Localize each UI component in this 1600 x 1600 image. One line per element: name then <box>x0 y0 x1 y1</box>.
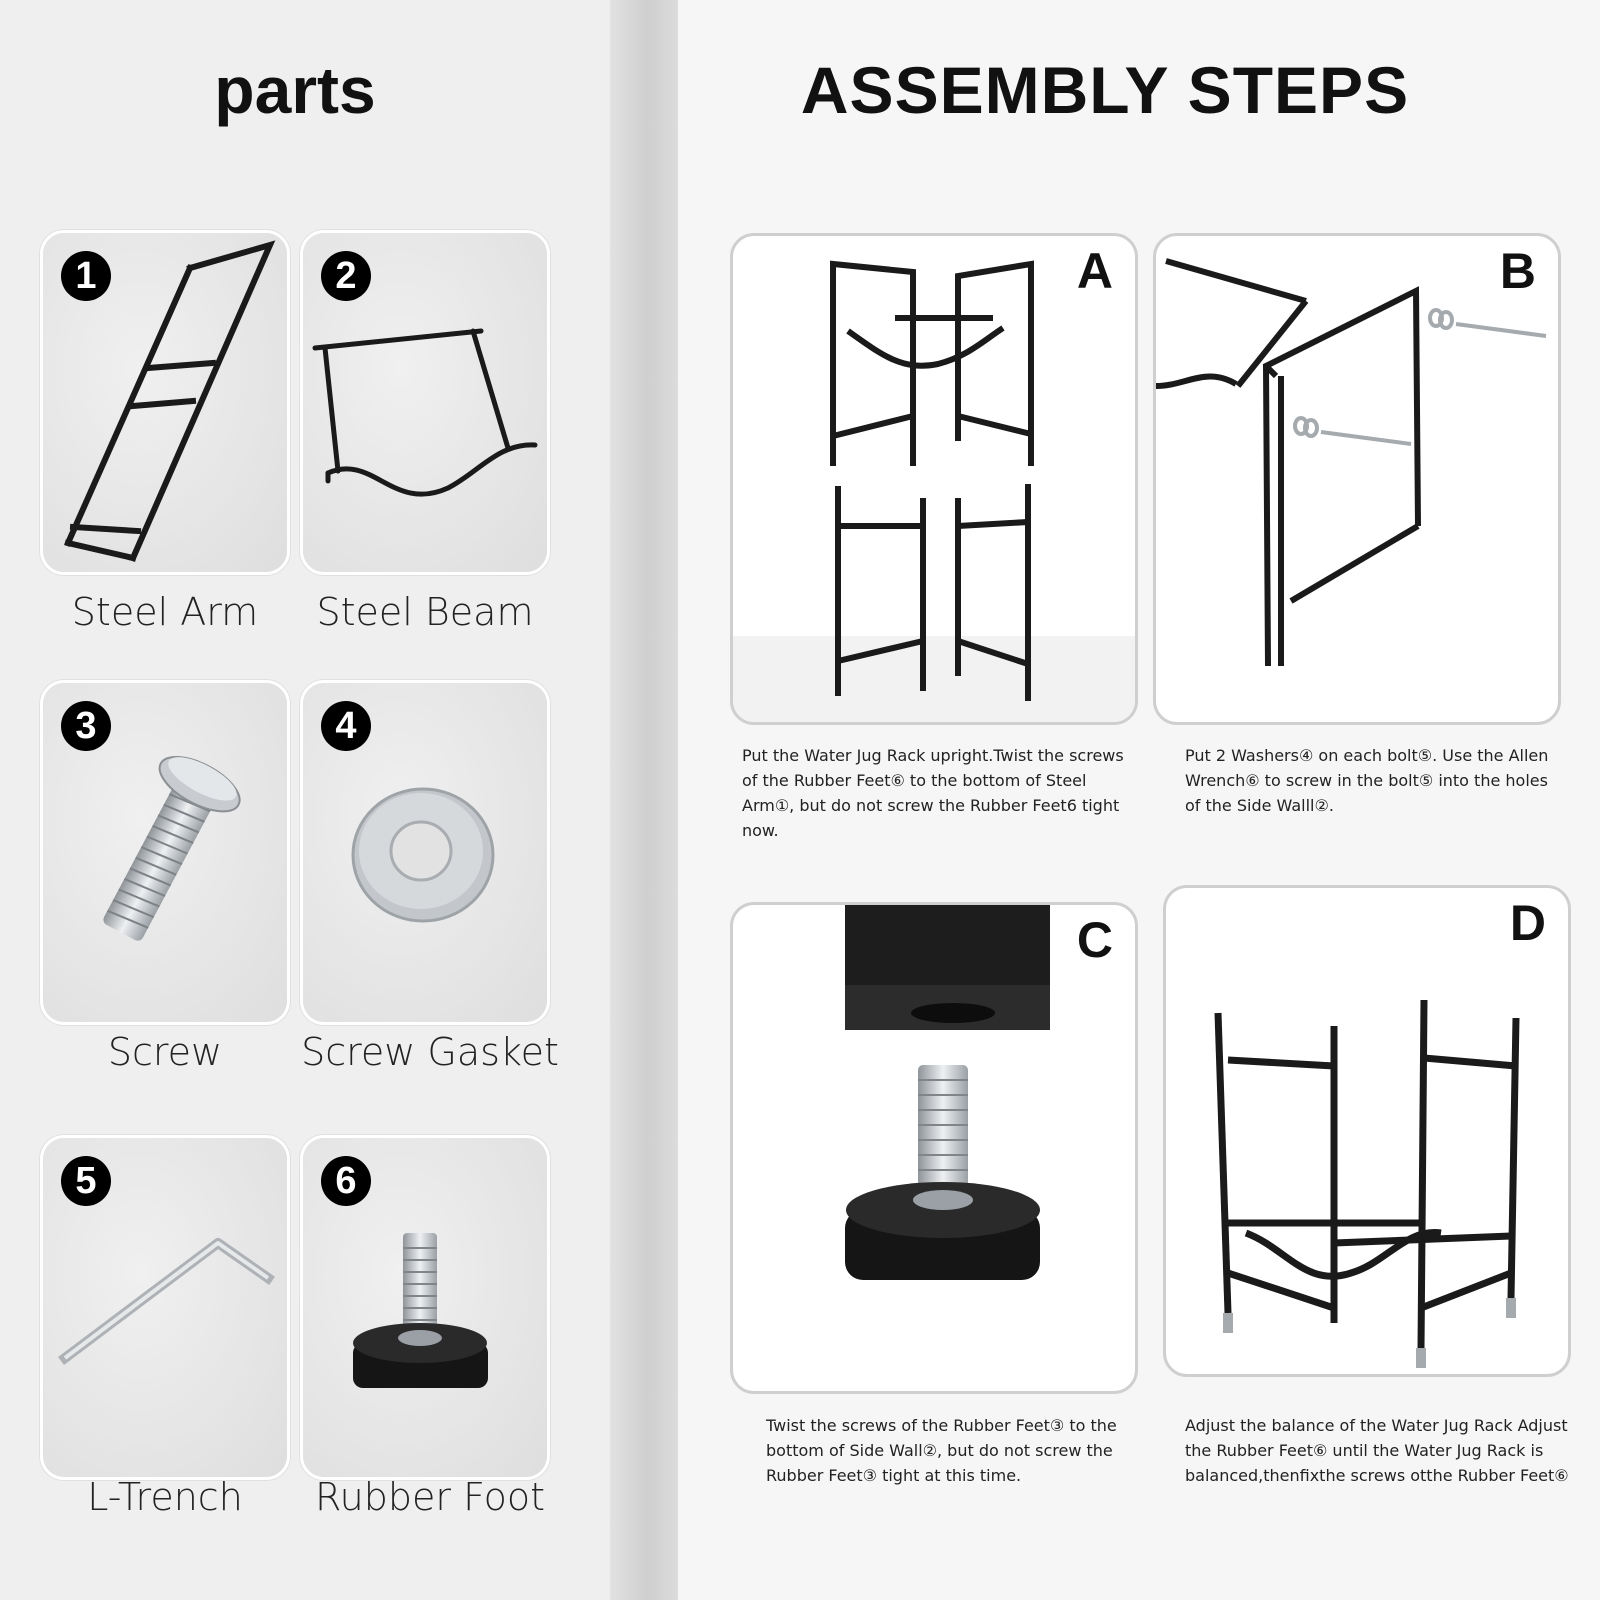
screw-image <box>103 755 241 941</box>
parts-title: parts <box>214 53 376 127</box>
step-text-b: Put 2 Washers④ on each bolt⑤. Use the Al… <box>1185 746 1549 815</box>
part-number-badge: 1 <box>61 251 111 301</box>
step-c-image <box>845 905 1050 1280</box>
step-letter-a: A <box>1076 243 1113 299</box>
part-card-steel-beam: 2 <box>300 230 550 575</box>
step-letter-b: B <box>1499 243 1536 299</box>
steel-arm-image <box>64 240 276 562</box>
step-card-d: D <box>1163 885 1571 1377</box>
step-a-image <box>733 260 1135 722</box>
part-label-l-trench: L-Trench <box>87 1475 243 1519</box>
rubber-foot-image <box>353 1233 488 1388</box>
part-number-badge: 4 <box>321 701 371 751</box>
part-label-screw-gasket: Screw Gasket <box>301 1030 559 1074</box>
allen-wrench-image <box>57 1238 275 1366</box>
step-text-c: Twist the screws of the Rubber Feet③ to … <box>766 1416 1117 1485</box>
step-text-a: Put the Water Jug Rack upright.Twist the… <box>742 746 1124 840</box>
part-card-rubber-foot: 6 <box>300 1135 550 1480</box>
part-card-screw: 3 <box>40 680 290 1025</box>
part-label-rubber-foot: Rubber Foot <box>314 1475 545 1519</box>
washer-image <box>351 787 495 923</box>
step-card-b: B <box>1153 233 1561 725</box>
part-label-screw: Screw <box>107 1030 223 1074</box>
part-number-badge: 5 <box>61 1156 111 1206</box>
part-number-badge: 2 <box>321 251 371 301</box>
part-label-steel-arm: Steel Arm <box>71 590 259 634</box>
step-letter-d: D <box>1509 895 1546 951</box>
part-number-badge: 6 <box>321 1156 371 1206</box>
step-text-d: Adjust the balance of the Water Jug Rack… <box>1185 1416 1569 1485</box>
steel-beam-image <box>312 328 538 497</box>
part-card-l-trench: 5 <box>40 1135 290 1480</box>
assembly-title: ASSEMBLY STEPS <box>800 53 1410 127</box>
part-label-steel-beam: Steel Beam <box>316 590 534 634</box>
part-card-steel-arm: 1 <box>40 230 290 575</box>
step-d-image <box>1214 999 1520 1368</box>
step-card-a: A <box>730 233 1138 725</box>
step-card-c: C <box>730 902 1138 1394</box>
step-b-image <box>1156 258 1547 667</box>
part-card-screw-gasket: 4 <box>300 680 550 1025</box>
step-letter-c: C <box>1076 912 1113 968</box>
page-fold <box>610 0 678 1600</box>
part-number-badge: 3 <box>61 701 111 751</box>
